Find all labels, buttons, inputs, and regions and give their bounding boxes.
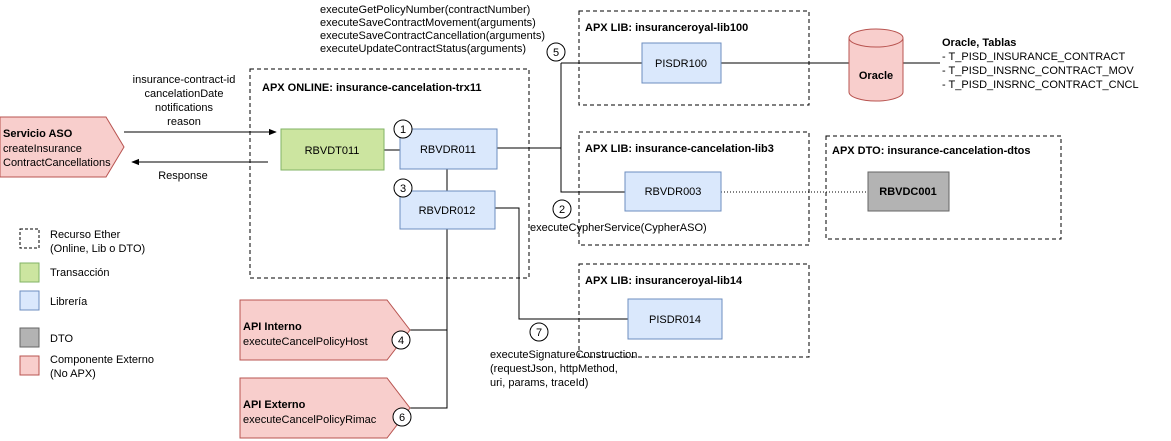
input-line-4: reason	[167, 116, 201, 128]
node-pisdr100[interactable]: PISDR100	[641, 42, 722, 84]
step-marker-3: 3	[393, 178, 413, 198]
signature-line-1: executeSignatureConstruction	[490, 349, 637, 361]
node-pisdr014-label: PISDR014	[649, 314, 701, 326]
legend-ether: Recurso Ether (Online, Lib o DTO)	[19, 228, 145, 255]
oracle-tables-title: Oracle, Tablas	[942, 37, 1016, 49]
legend: Recurso Ether (Online, Lib o DTO) Transa…	[19, 228, 154, 380]
api-externo-title: API Externo	[243, 399, 306, 411]
node-rbvdt011-label: RBVDT011	[305, 145, 360, 157]
api-interno-title: API Interno	[243, 321, 302, 333]
input-line-1: insurance-contract-id	[133, 74, 236, 86]
step-marker-1: 1	[393, 119, 413, 139]
oracle-table-1: - T_PISD_INSURANCE_CONTRACT	[942, 51, 1125, 63]
connector-r012-pisdr014	[495, 207, 628, 320]
connector-bus-vertical	[560, 63, 625, 193]
api-interno-method: executeCancelPolicyHost	[243, 336, 368, 348]
step-marker-2: 2	[552, 199, 572, 219]
svg-text:7: 7	[536, 327, 542, 339]
group-lib100-label: APX LIB: insuranceroyal-lib100	[585, 22, 748, 34]
signature-line-2: (requestJson, httpMethod,	[490, 363, 618, 375]
node-rbvdr003-label: RBVDR003	[645, 186, 702, 198]
api-externo[interactable]: API Externo executeCancelPolicyRimac	[239, 377, 411, 439]
svg-text:6: 6	[399, 412, 405, 424]
svg-text:1: 1	[400, 124, 406, 136]
legend-ether-line1: Recurso Ether	[50, 229, 121, 241]
op-line-4: executeUpdateContractStatus(arguments)	[320, 43, 526, 55]
svg-text:2: 2	[559, 204, 565, 216]
node-rbvdr003[interactable]: RBVDR003	[624, 171, 722, 212]
oracle-table-2: - T_PISD_INSRNC_CONTRACT_MOV	[942, 65, 1134, 77]
servicio-aso-line1: createInsurance	[3, 143, 82, 155]
node-rbvdr011[interactable]: RBVDR011	[399, 128, 498, 170]
svg-text:5: 5	[553, 47, 559, 59]
group-lib14-label: APX LIB: insuranceroyal-lib14	[585, 275, 743, 287]
node-rbvdr012-label: RBVDR012	[419, 205, 476, 217]
oracle-label: Oracle	[859, 70, 893, 82]
response-label: Response	[158, 170, 208, 182]
legend-externo-line1: Componente Externo	[50, 354, 154, 366]
op-line-2: executeSaveContractMovement(arguments)	[320, 17, 536, 29]
group-lib100	[578, 10, 810, 106]
group-lib14	[578, 263, 810, 358]
api-interno[interactable]: API Interno executeCancelPolicyHost	[239, 299, 411, 361]
input-line-2: cancelationDate	[145, 88, 224, 100]
input-line-3: notifications	[155, 102, 214, 114]
servicio-aso-title: Servicio ASO	[3, 128, 73, 140]
group-online	[249, 68, 530, 279]
signature-line-3: uri, params, traceId)	[490, 377, 588, 389]
step-marker-7: 7	[529, 322, 549, 342]
group-online-label: APX ONLINE: insurance-cancelation-trx11	[262, 82, 481, 94]
cypher-service-label: executeCypherService(CypherASO)	[530, 222, 707, 234]
group-lib3-label: APX LIB: insurance-cancelation-lib3	[585, 143, 774, 155]
api-externo-method: executeCancelPolicyRimac	[243, 414, 377, 426]
servicio-aso[interactable]: Servicio ASO createInsurance ContractCan…	[0, 116, 125, 178]
node-pisdr100-label: PISDR100	[655, 58, 707, 70]
operations-label: executeGetPolicyNumber(contractNumber) e…	[320, 4, 545, 55]
servicio-aso-line2: ContractCancellations	[3, 157, 111, 169]
input-params-label: insurance-contract-id cancelationDate no…	[133, 74, 236, 128]
legend-externo-line2: (No APX)	[50, 368, 96, 380]
node-rbvdr012[interactable]: RBVDR012	[399, 190, 496, 230]
signature-label: executeSignatureConstruction (requestJso…	[490, 349, 637, 389]
legend-transaccion-label: Transacción	[50, 267, 110, 279]
node-pisdr014[interactable]: PISDR014	[627, 298, 723, 340]
legend-transaccion: Transacción	[19, 262, 110, 283]
node-rbvdt011[interactable]: RBVDT011	[280, 128, 385, 171]
group-lib3	[578, 131, 810, 246]
node-rbvdr011-label: RBVDR011	[420, 144, 476, 156]
op-line-1: executeGetPolicyNumber(contractNumber)	[320, 4, 530, 16]
group-dtos-label: APX DTO: insurance-cancelation-dtos	[832, 145, 1030, 157]
legend-libreria: Librería	[19, 290, 88, 311]
node-rbvdc001[interactable]: RBVDC001	[867, 171, 950, 212]
legend-dto-label: DTO	[50, 333, 73, 345]
oracle-database-icon[interactable]: Oracle	[848, 28, 904, 102]
legend-dto: DTO	[19, 327, 73, 348]
oracle-table-3: - T_PISD_INSRNC_CONTRACT_CNCL	[942, 79, 1139, 91]
op-line-3: executeSaveContractCancellation(argument…	[320, 30, 545, 42]
svg-text:4: 4	[398, 335, 404, 347]
step-marker-6: 6	[392, 407, 412, 427]
step-marker-4: 4	[391, 330, 411, 350]
group-dtos	[825, 135, 1062, 240]
node-rbvdc001-label: RBVDC001	[879, 186, 936, 198]
legend-externo: Componente Externo (No APX)	[19, 354, 154, 380]
oracle-tables-label: Oracle, Tablas - T_PISD_INSURANCE_CONTRA…	[942, 37, 1139, 91]
step-marker-5: 5	[546, 42, 566, 62]
connector-r012-apis	[410, 229, 448, 409]
legend-libreria-label: Librería	[50, 296, 88, 308]
legend-ether-line2: (Online, Lib o DTO)	[50, 243, 145, 255]
svg-text:3: 3	[400, 183, 406, 195]
